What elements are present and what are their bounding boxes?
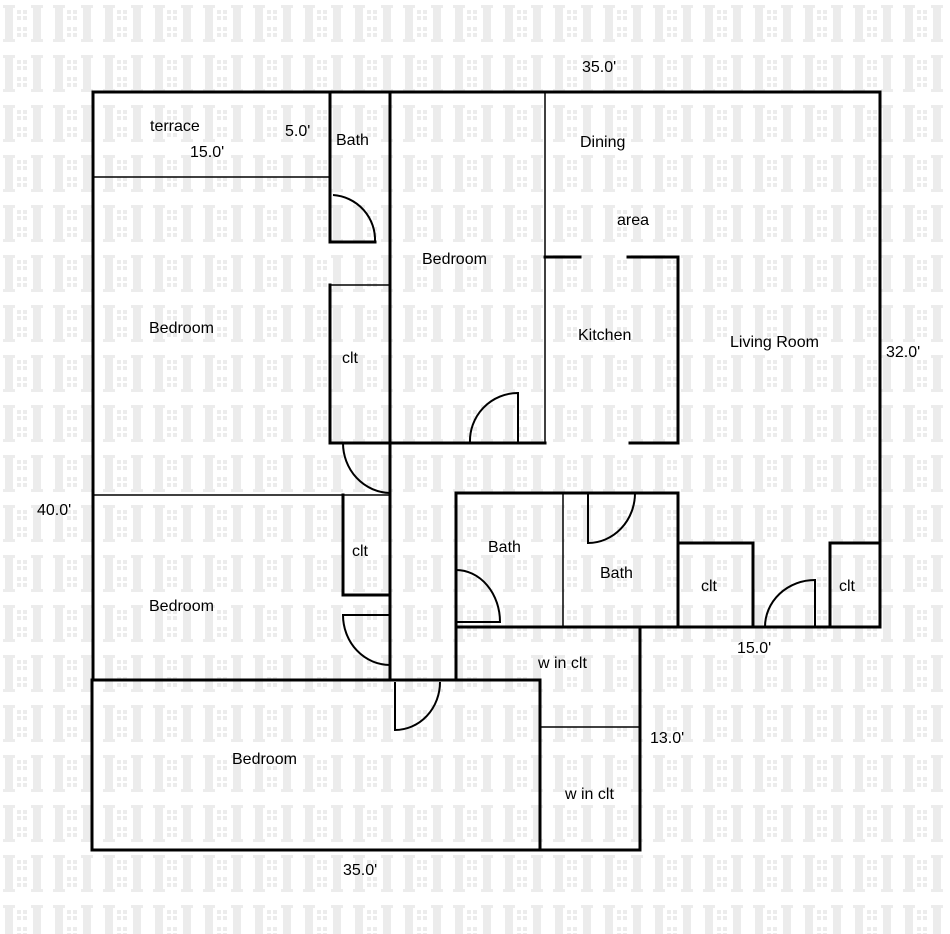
door-bedroom-bottom — [394, 681, 441, 732]
dim-bottom-right: 13.0' — [650, 730, 684, 747]
label-clt-right: clt — [839, 578, 856, 595]
label-dining: Dining — [580, 134, 625, 151]
label-terrace: terrace — [150, 118, 200, 135]
room-labels: terrace Bath Dining area Bedroom Bedroom… — [149, 118, 856, 803]
label-bath-mid-right: Bath — [600, 565, 633, 582]
door-hall — [342, 442, 391, 494]
dim-bottom: 35.0' — [343, 862, 377, 879]
dim-right: 32.0' — [886, 344, 920, 361]
label-win-clt-upper: w in clt — [537, 655, 587, 672]
door-clt-right — [764, 578, 816, 628]
door-bath-mid-left — [455, 569, 502, 623]
walls — [90, 90, 882, 852]
door-bedroom-center — [468, 391, 519, 444]
door-bath-top — [332, 194, 377, 243]
label-bath-top: Bath — [336, 132, 369, 149]
label-kitchen: Kitchen — [578, 327, 631, 344]
label-clt-mid: clt — [701, 578, 718, 595]
label-area: area — [617, 212, 649, 229]
label-clt-upper: clt — [342, 350, 359, 367]
label-win-clt-lower: w in clt — [564, 786, 614, 803]
label-bedroom-left-upper: Bedroom — [149, 320, 214, 337]
label-clt-left: clt — [352, 543, 369, 560]
door-bedroom-lower — [341, 614, 391, 666]
dim-terrace-width: 15.0' — [190, 144, 224, 161]
dim-left: 40.0' — [37, 502, 71, 519]
dimension-labels: 35.0' 15.0' 5.0' 32.0' 40.0' 15.0' 13.0'… — [37, 59, 920, 879]
dim-right-lower: 15.0' — [737, 640, 771, 657]
label-bath-mid-left: Bath — [488, 539, 521, 556]
label-bedroom-center: Bedroom — [422, 251, 487, 268]
doors — [332, 194, 816, 732]
dim-terrace-depth: 5.0' — [285, 123, 310, 140]
label-bedroom-bottom: Bedroom — [232, 751, 297, 768]
door-bath-mid-right — [587, 492, 636, 545]
label-bedroom-left-lower: Bedroom — [149, 598, 214, 615]
dim-top: 35.0' — [582, 59, 616, 76]
label-living-room: Living Room — [730, 334, 819, 351]
